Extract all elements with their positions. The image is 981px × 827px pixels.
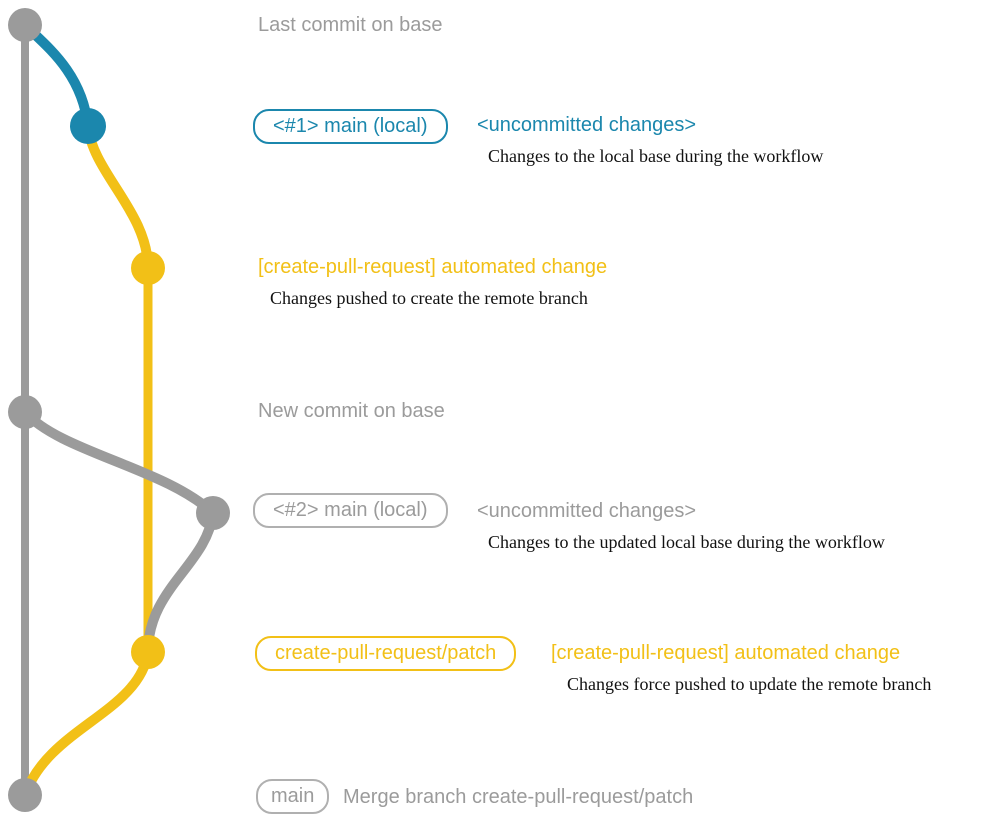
status-uncommitted-changes-1: <uncommitted changes> (477, 114, 697, 136)
commit-dot-new-base (8, 395, 42, 429)
commit-dot-merge (8, 778, 42, 812)
commit-dot-main-local-2 (196, 496, 230, 530)
branch-label-patch: create-pull-request/patch (255, 636, 517, 671)
description-force-pushed-update: Changes force pushed to update the remot… (567, 674, 932, 694)
branch-curve-patch-to-merge (20, 651, 153, 797)
branch-label-main: main (256, 779, 330, 814)
commit-message-new-base: New commit on base (258, 400, 445, 422)
branch-label-main-local-1: <#1> main (local) (253, 109, 448, 144)
commit-message-automated-change-1: [create-pull-request] automated change (258, 256, 608, 278)
commit-message-last-base: Last commit on base (258, 14, 443, 36)
branch-curve-main-local-2-to-patch (143, 512, 218, 653)
branch-curve-base-to-main-local-2 (21, 408, 217, 517)
commit-message-merge: Merge branch create-pull-request/patch (343, 786, 694, 808)
branch-curve-main-local-1-to-patch (83, 125, 153, 269)
branch-label-main-local-2: <#2> main (local) (253, 493, 448, 528)
commit-dot-main-local-1 (70, 108, 106, 144)
description-local-base-changes-2: Changes to the updated local base during… (488, 532, 885, 552)
status-uncommitted-changes-2: <uncommitted changes> (477, 500, 697, 522)
commit-dot-last-base (8, 8, 42, 42)
commit-dot-patch-2 (131, 635, 165, 669)
commit-message-automated-change-2: [create-pull-request] automated change (551, 642, 901, 664)
description-local-base-changes-1: Changes to the local base during the wor… (488, 146, 824, 166)
commit-dot-patch-1 (131, 251, 165, 285)
description-pushed-create-branch: Changes pushed to create the remote bran… (270, 288, 588, 308)
